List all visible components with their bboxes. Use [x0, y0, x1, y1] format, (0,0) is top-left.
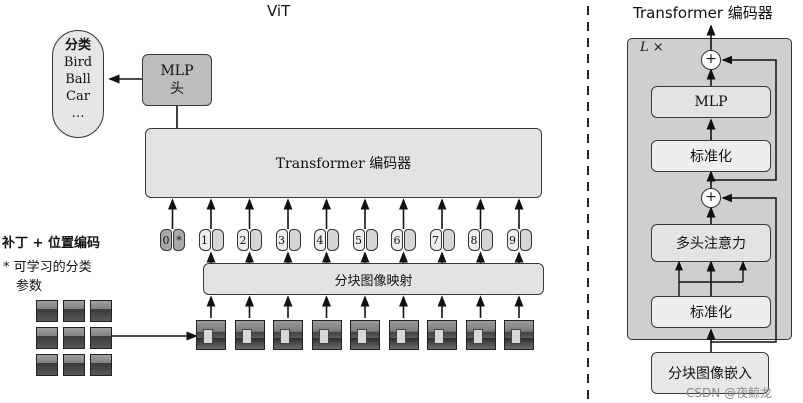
patch-embedding-map-box: 分块图像映射	[203, 263, 544, 295]
token-embedding	[288, 229, 301, 251]
norm-bottom-label: 标准化	[690, 305, 732, 321]
transformer-encoder-box: Transformer 编码器	[145, 128, 542, 198]
token-embedding	[519, 229, 532, 251]
grid-patch	[63, 300, 85, 322]
token-index: 7	[429, 229, 442, 251]
transformer-encoder-label: Transformer 编码器	[275, 156, 412, 172]
image-patch	[311, 320, 342, 350]
token-index: 3	[275, 229, 288, 251]
mlp-head-box: MLP 头	[142, 54, 212, 106]
mlp-head-label: 头	[170, 81, 184, 97]
image-patch	[427, 320, 457, 350]
residual-bottom	[711, 193, 777, 343]
vit-title: ViT	[267, 2, 291, 20]
encoder-mlp-box: MLP	[651, 86, 771, 118]
image-patch	[388, 320, 419, 350]
attention-label: 多头注意力	[676, 236, 746, 252]
grid-patch	[63, 354, 85, 376]
attention-box: 多头注意力	[651, 224, 771, 262]
grid-patch	[36, 327, 58, 349]
patch-embedding-map-label: 分块图像映射	[334, 273, 413, 289]
legend-position-encoding: 补丁 + 位置编码	[2, 236, 100, 251]
patch-arrows	[206, 251, 524, 318]
grid-patch	[36, 300, 58, 322]
image-patch	[273, 320, 303, 350]
token-embedding	[365, 229, 378, 251]
image-patch	[465, 320, 496, 350]
norm-bottom-box: 标准化	[651, 296, 771, 328]
token-embedding	[211, 229, 224, 251]
norm-top-label: 标准化	[690, 149, 732, 165]
token-index: 1	[198, 229, 211, 251]
class-output: 分类 Bird Ball Car …	[52, 30, 104, 138]
legend-learnable: * 可学习的分类	[3, 260, 92, 275]
token-embedding: *	[173, 229, 185, 251]
grid-patch	[90, 300, 112, 322]
class-item: Car	[66, 89, 90, 104]
token-index: 9	[506, 229, 519, 251]
encoder-title: Transformer 编码器	[633, 4, 773, 22]
add-top-icon: +	[701, 50, 721, 70]
token-index: 6	[391, 229, 403, 251]
grid-patch	[90, 327, 112, 349]
token-embedding	[481, 229, 493, 251]
grid-patch	[90, 354, 112, 376]
token-index: 0	[160, 229, 172, 251]
repeat-label: L ×	[640, 40, 664, 55]
norm-top-box: 标准化	[651, 140, 771, 172]
residual-top	[711, 55, 777, 181]
token-embedding	[404, 229, 416, 251]
embedding-label: 分块图像嵌入	[668, 366, 752, 382]
token-embedding	[327, 229, 339, 251]
image-patch	[504, 320, 534, 350]
class-item: Bird	[63, 55, 93, 70]
image-patch	[350, 320, 380, 350]
class-item: Ball	[65, 72, 91, 87]
legend-learnable-line2: 参数	[16, 279, 43, 294]
token-index: 8	[468, 229, 480, 251]
token-index: 5	[352, 229, 365, 251]
class-heading: 分类	[64, 38, 91, 53]
token-embedding	[250, 229, 262, 251]
image-patch	[196, 320, 226, 350]
encoder-mlp-label: MLP	[694, 94, 728, 110]
mlp-head-label: MLP	[160, 63, 194, 79]
token-embedding	[442, 229, 455, 251]
token-index: 2	[237, 229, 249, 251]
watermark: CSDN @夜鲸龙	[686, 386, 773, 400]
add-bottom-icon: +	[701, 188, 721, 208]
image-patch	[234, 320, 265, 350]
token-arrows	[168, 198, 524, 229]
class-item: …	[71, 106, 85, 121]
grid-patch	[36, 354, 58, 376]
grid-patch	[63, 327, 85, 349]
embedding-box: 分块图像嵌入	[651, 352, 769, 394]
token-index: 4	[314, 229, 326, 251]
